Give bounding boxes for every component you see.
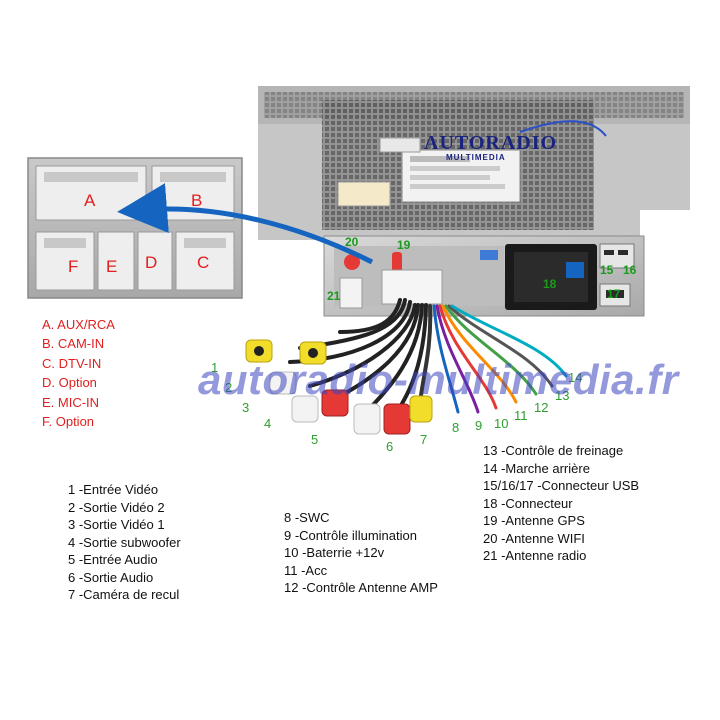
legend-item: 19 -Antenne GPS <box>483 513 585 528</box>
wire-label: 11 <box>514 408 528 423</box>
connector-panel <box>27 157 243 299</box>
wire-label: 14 <box>568 370 582 385</box>
brand-logo: AUTORADIO MULTIMEDIA <box>424 132 557 162</box>
panel-letter: F <box>68 257 78 276</box>
legend-item: 18 -Connecteur <box>483 495 573 511</box>
wire-label: 10 <box>494 416 508 431</box>
legend-item: 3 -Sortie Vidéo 1 <box>68 517 165 532</box>
wire-label: 2 <box>225 380 232 395</box>
legend-item: 8 -SWC <box>284 510 330 525</box>
label-usb: 17 <box>607 287 621 301</box>
legend-item: A. AUX/RCA <box>42 317 115 332</box>
logo-main: AUTORADIO <box>424 132 558 154</box>
legend-item: 6 -Sortie Audio <box>68 569 154 585</box>
wire-label: 12 <box>534 400 548 415</box>
rca-plugs <box>245 339 433 435</box>
legend-item: 14 -Marche arrière <box>483 460 590 476</box>
legend-item: 1 -Entrée Vidéo <box>68 482 159 497</box>
legend-item: 9 -Contrôle illumination <box>284 527 417 543</box>
label-gps: 19 <box>397 238 411 252</box>
legend-item: 13 -Contrôle de freinage <box>483 443 624 458</box>
legend-item: 10 -Baterrie +12v <box>284 545 385 560</box>
legend-item: 5 -Entrée Audio <box>68 552 158 567</box>
legend-item: 2 -Sortie Vidéo 2 <box>68 499 165 515</box>
wire-label: 6 <box>386 439 393 454</box>
legend-item: F. Option <box>42 414 95 430</box>
panel-letter: A <box>84 191 96 210</box>
panel-letter: E <box>106 257 117 276</box>
panel-letter: D <box>145 253 157 272</box>
legend-item: 7 -Caméra de recul <box>68 587 180 602</box>
label-connector: 18 <box>543 277 557 291</box>
wire-label: 4 <box>264 416 271 431</box>
wire-legend-col2: 8 -SWC 9 -Contrôle illumination 10 -Bate… <box>284 509 438 597</box>
label-radio: 21 <box>327 289 341 303</box>
wire-label: 8 <box>452 420 459 435</box>
wire-label: 5 <box>311 432 318 447</box>
wire-label: 1 <box>211 360 218 375</box>
legend-item: D. Option <box>42 375 97 391</box>
legend-item: E. MIC-IN <box>42 394 100 410</box>
legend-item: 11 -Acc <box>284 562 328 578</box>
legend-item: 21 -Antenne radio <box>483 548 587 563</box>
head-unit <box>258 86 690 240</box>
label-wifi: 20 <box>345 235 359 249</box>
wire-label: 3 <box>242 400 249 415</box>
panel-letter: C <box>197 253 209 272</box>
legend-item: 20 -Antenne WIFI <box>483 530 585 546</box>
wire-legend-col3: 13 -Contrôle de freinage 14 -Marche arri… <box>483 442 639 565</box>
wire-label: 7 <box>420 432 427 447</box>
label-usb: 15 <box>600 263 614 277</box>
panel-letter: B <box>191 191 202 210</box>
legend-item: 12 -Contrôle Antenne AMP <box>284 580 438 595</box>
rear-plate <box>323 235 645 317</box>
legend-item: C. DTV-IN <box>42 355 102 371</box>
legend-item: 4 -Sortie subwoofer <box>68 534 181 550</box>
wire-label: 13 <box>555 388 569 403</box>
watermark-text: autoradio-multimedia.fr <box>198 356 679 403</box>
legend-item: B. CAM-IN <box>42 336 105 352</box>
wire-label: 9 <box>475 418 482 433</box>
pointer-arrow <box>117 183 374 265</box>
label-usb: 16 <box>623 263 637 277</box>
legend-item: 15/16/17 -Connecteur USB <box>483 478 640 493</box>
connector-letter-legend: A. AUX/RCA B. CAM-IN C. DTV-IN D. Option… <box>42 315 115 431</box>
wire-legend-col1: 1 -Entrée Vidéo 2 -Sortie Vidéo 2 3 -Sor… <box>68 481 181 604</box>
logo-sub: MULTIMEDIA <box>446 153 506 162</box>
